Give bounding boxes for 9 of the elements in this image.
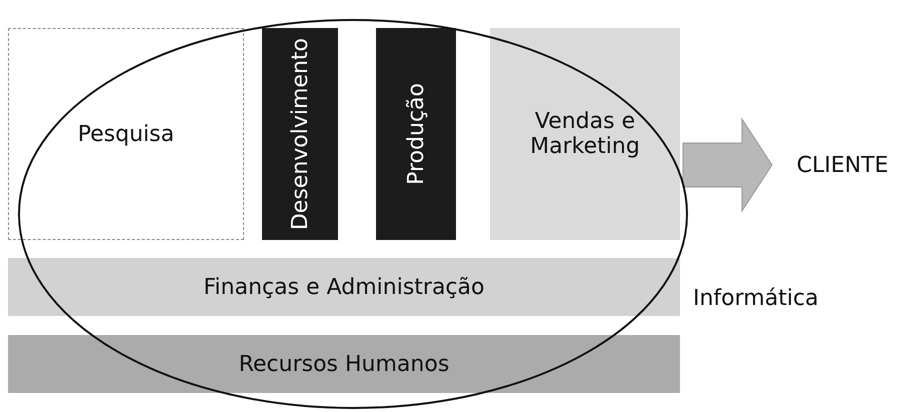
department-label: Desenvolvimento	[288, 38, 312, 230]
department-label: Vendas e Marketing	[529, 109, 641, 159]
client-label: CLIENTE	[780, 145, 905, 185]
arrow	[682, 117, 773, 213]
department-label: Produção	[404, 83, 428, 185]
area-label: Informática	[693, 286, 819, 311]
department-label: Finanças e Administração	[204, 274, 484, 300]
department-label: Recursos Humanos	[238, 352, 450, 376]
department-label: Pesquisa	[78, 122, 174, 146]
